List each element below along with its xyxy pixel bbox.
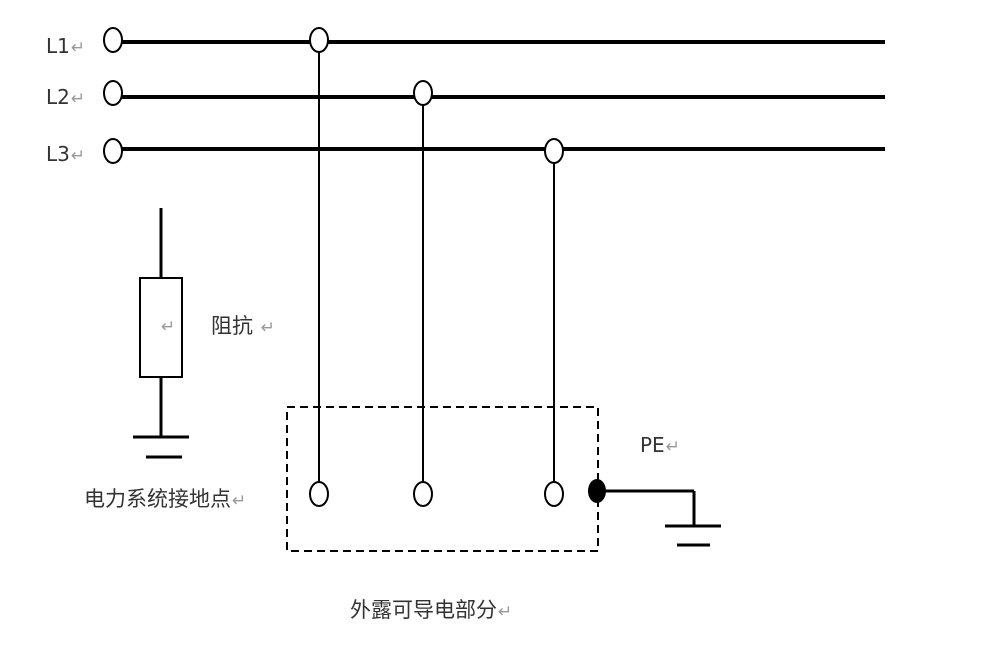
label-l1-text: L1: [46, 34, 70, 58]
label-impedance-text: 阻抗: [211, 314, 253, 338]
label-grounding-point: 电力系统接地点↵: [84, 489, 246, 510]
label-exposed-part: 外露可导电部分↵: [350, 600, 512, 621]
return-mark: ↵: [70, 146, 86, 166]
equipment-terminal-2: [413, 481, 433, 507]
label-l3: L3↵: [46, 144, 85, 165]
equipment-terminal-3: [544, 481, 564, 507]
tap-node-l2: [413, 80, 433, 106]
terminal-l2-source: [103, 80, 123, 106]
return-mark: ↵: [498, 602, 513, 622]
label-grounding-point-text: 电力系统接地点: [84, 487, 231, 511]
label-l2: L2↵: [46, 87, 85, 108]
equipment-terminal-1: [309, 481, 329, 507]
return-mark: ↵: [70, 38, 86, 58]
terminals: [103, 27, 564, 507]
return-mark: ↵: [232, 491, 247, 511]
label-exposed-part-text: 外露可导电部分: [350, 598, 497, 622]
impedance-box: [139, 277, 183, 378]
impedance-inner-mark: ↵: [161, 317, 176, 337]
phase-conductors: [122, 40, 885, 151]
return-mark: ↵: [665, 437, 680, 457]
tap-node-l3: [544, 138, 564, 164]
terminal-l3-source: [103, 138, 123, 164]
drop-wires: [318, 52, 555, 483]
terminal-l1-source: [103, 27, 123, 53]
tap-node-l1: [309, 27, 329, 53]
system-grounding: [133, 208, 189, 459]
label-l3-text: L3: [46, 142, 70, 166]
exposed-part-enclosure: [286, 406, 599, 552]
label-l2-text: L2: [46, 85, 70, 109]
label-pe: PE↵: [640, 435, 680, 456]
label-pe-text: PE: [640, 433, 665, 457]
label-l1: L1↵: [46, 36, 85, 57]
return-mark: ↵: [70, 89, 86, 109]
label-impedance: 阻抗 ↵: [211, 316, 275, 337]
return-mark: ↵: [260, 318, 275, 338]
pe-earth: [597, 489, 721, 547]
